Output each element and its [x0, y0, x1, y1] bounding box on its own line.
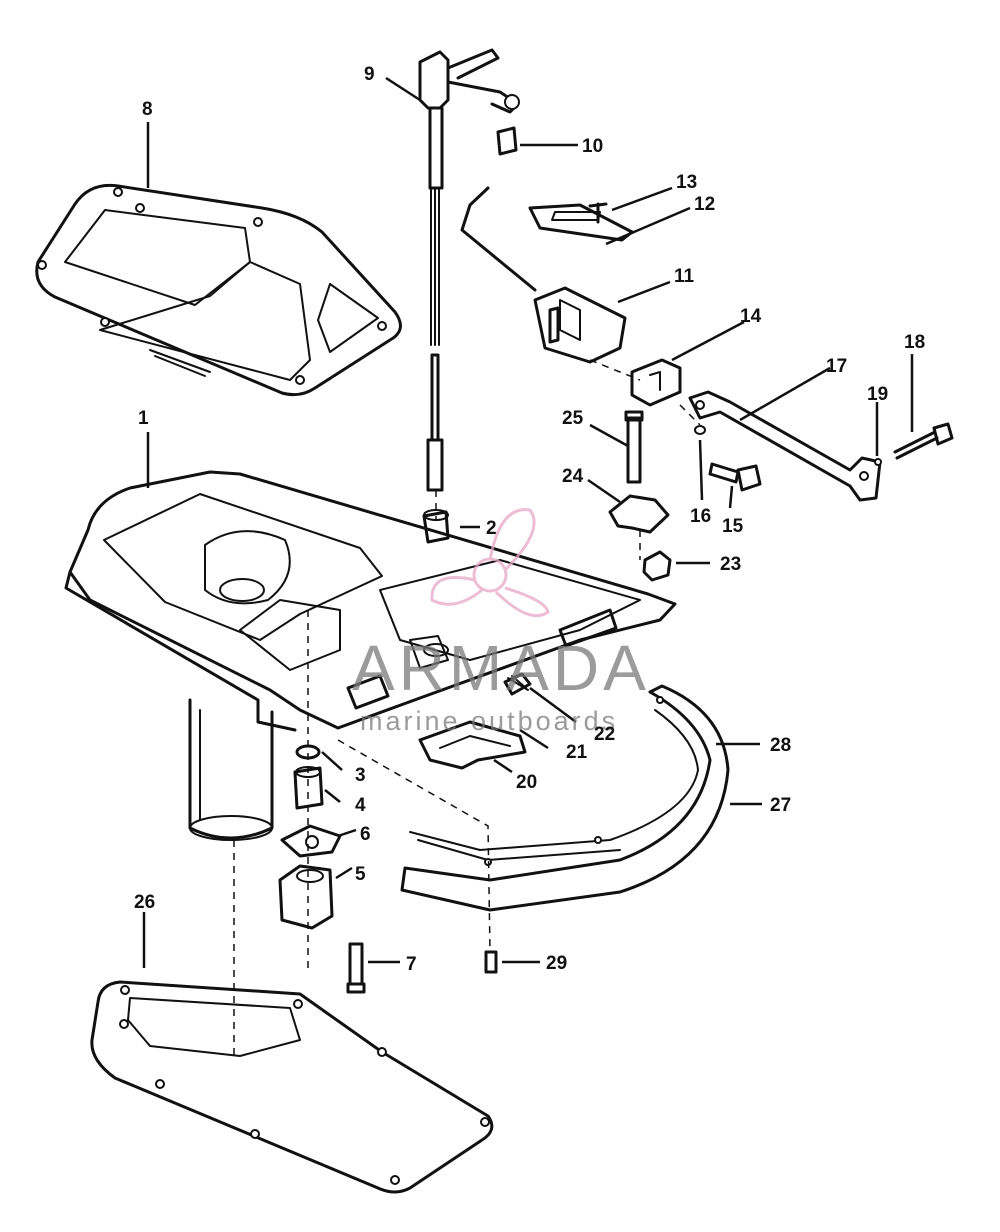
callout-11: 11	[674, 266, 695, 287]
watermark-brand: ARMADA	[352, 632, 650, 704]
callout-14: 14	[740, 306, 762, 327]
callout-8: 8	[142, 99, 153, 120]
callout-20: 20	[516, 772, 537, 793]
callout-1: 1	[138, 408, 149, 429]
callout-25: 25	[562, 408, 584, 429]
clamp-assembly	[608, 410, 672, 582]
callout-29: 29	[546, 953, 567, 974]
callout-9: 9	[364, 64, 375, 85]
callout-5: 5	[355, 864, 366, 885]
throttle-arm	[688, 390, 882, 502]
shift-rod-bushing	[496, 126, 518, 156]
gasket-upper	[35, 183, 402, 397]
propeller-logo-icon	[430, 508, 550, 618]
adapter-plate	[64, 470, 677, 841]
callout-3: 3	[355, 765, 366, 786]
callout-17: 17	[826, 356, 847, 377]
callout-10: 10	[582, 136, 603, 157]
watermark: ARMADA marine outboards	[352, 508, 650, 736]
leader-lines	[142, 76, 914, 968]
callout-24: 24	[562, 466, 584, 487]
throttle-link-assembly	[460, 186, 634, 364]
callout-2: 2	[486, 518, 497, 539]
rod-grommet	[422, 509, 450, 544]
callout-18: 18	[904, 332, 925, 353]
callout-labels: 1 2 3 4 5 6 7 8 9 10 11 12 13 14 15 16 1…	[134, 64, 925, 975]
alignment-lines	[233, 359, 701, 1060]
callout-22: 22	[594, 724, 615, 745]
gasket-lower	[90, 980, 494, 1194]
callout-26: 26	[134, 892, 155, 913]
shift-rod	[418, 48, 520, 492]
callout-7: 7	[406, 954, 417, 975]
callout-19: 19	[867, 384, 888, 405]
callout-27: 27	[770, 795, 791, 816]
callout-4: 4	[355, 795, 366, 816]
callout-12: 12	[694, 194, 715, 215]
link-block	[630, 358, 682, 407]
callout-28: 28	[770, 735, 791, 756]
side-rails	[400, 684, 730, 912]
callout-6: 6	[360, 824, 371, 845]
callout-21: 21	[566, 742, 588, 763]
rail-screw	[484, 950, 498, 974]
callout-15: 15	[722, 516, 744, 537]
u-bracket-spring	[418, 672, 532, 770]
callout-16: 16	[690, 506, 711, 527]
callout-13: 13	[676, 172, 697, 193]
watermark-tagline: marine outboards	[360, 706, 618, 736]
arm-fasteners	[694, 422, 954, 492]
callout-23: 23	[720, 554, 741, 575]
